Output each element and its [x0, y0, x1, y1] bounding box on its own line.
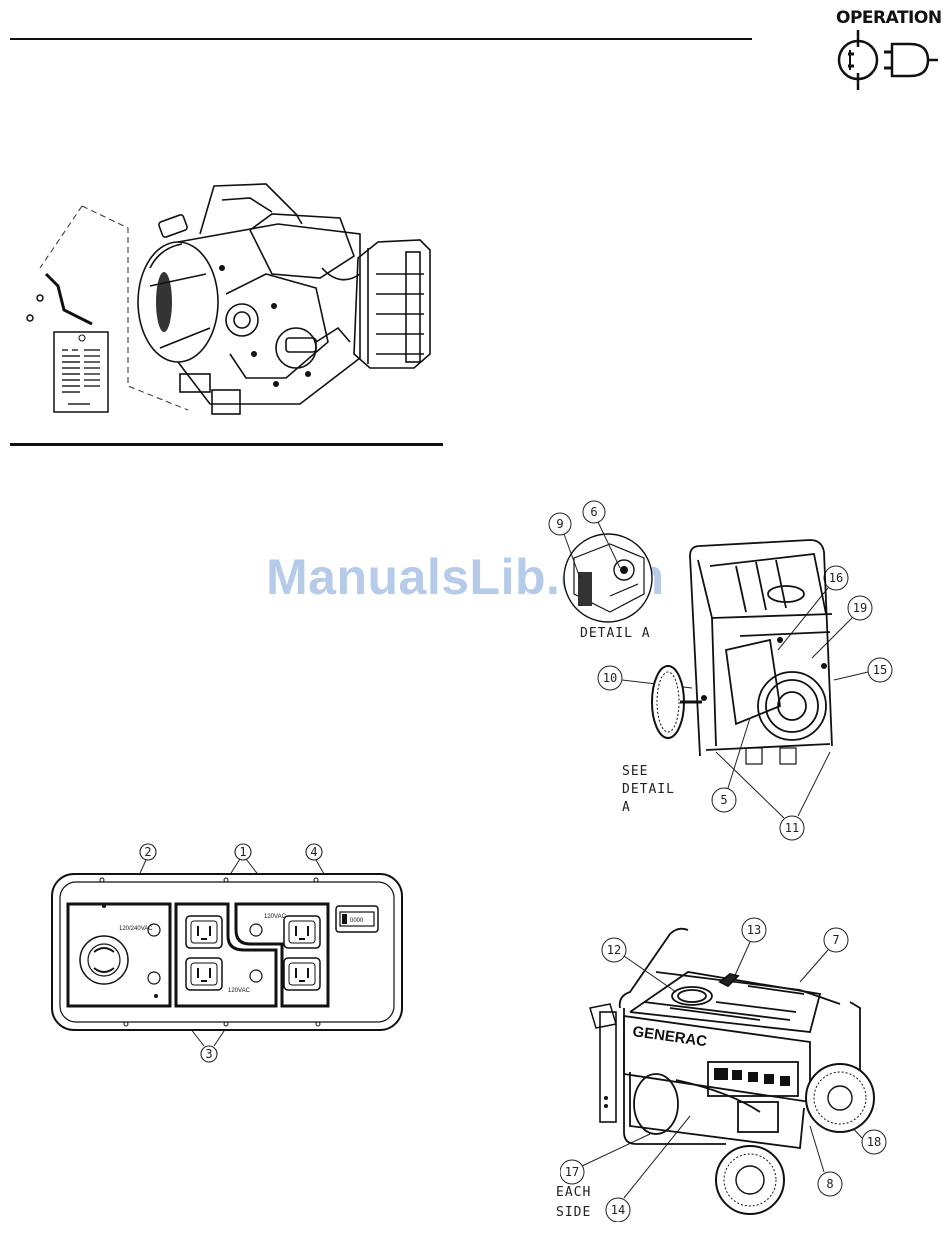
- svg-text:6: 6: [590, 505, 597, 519]
- front-callout-13: 13: [732, 918, 766, 982]
- panel-callout-2: 2: [140, 844, 156, 860]
- svg-text:15: 15: [873, 663, 887, 677]
- svg-text:5: 5: [720, 793, 727, 807]
- header-rule: [10, 38, 752, 40]
- brand-logo: GENERAC: [631, 1023, 708, 1050]
- generator-rear-illustration: 9 6 16 19 10 15 5 11: [540, 496, 900, 846]
- engine-illustration: [10, 178, 450, 428]
- section-title: OPERATION: [836, 8, 942, 28]
- detail-a-inset: [564, 534, 652, 622]
- rear-callout-5: 5: [712, 718, 750, 812]
- label-120vac-a: 120VAC: [264, 914, 287, 920]
- generator-front-illustration: 13 7 12 18 17 14 8: [560, 912, 900, 1222]
- svg-text:4: 4: [310, 845, 317, 859]
- section-divider: [10, 443, 443, 446]
- rear-callout-19: 19: [812, 596, 872, 658]
- svg-text:13: 13: [747, 923, 761, 937]
- svg-text:11: 11: [785, 821, 799, 835]
- detail-a-label: DETAIL A: [580, 626, 651, 641]
- front-callout-8: 8: [810, 1126, 842, 1196]
- receptacle-120v-3: [284, 916, 320, 948]
- control-panel-illustration: 2 1 4 3 120/240VAC: [46, 840, 412, 1070]
- panel-callout-4: 4: [306, 844, 322, 860]
- hour-meter: 0000: [336, 906, 378, 932]
- front-wheel-right: [806, 1064, 874, 1132]
- svg-text:17: 17: [565, 1165, 579, 1179]
- each-side-line-2: SIDE: [556, 1204, 591, 1222]
- rear-wheel: [652, 666, 702, 738]
- svg-text:14: 14: [611, 1203, 625, 1217]
- see-detail-line-1: SEE: [622, 763, 648, 781]
- svg-text:7: 7: [832, 933, 839, 947]
- handle-bracket: [590, 1004, 616, 1122]
- svg-text:16: 16: [829, 571, 843, 585]
- svg-text:8: 8: [826, 1177, 833, 1191]
- panel-callout-3: 3: [201, 1046, 217, 1062]
- svg-text:10: 10: [603, 671, 617, 685]
- svg-text:3: 3: [205, 1047, 212, 1061]
- front-callout-17: 17: [560, 1134, 650, 1184]
- see-detail-line-3: A: [622, 799, 631, 817]
- label-120vac-b: 120VAC: [228, 988, 251, 994]
- front-callout-7: 7: [800, 928, 848, 982]
- each-side-line-1: EACH: [556, 1184, 591, 1202]
- rear-callout-15: 15: [834, 658, 892, 682]
- rear-callout-16: 16: [778, 566, 848, 650]
- label-120-240vac: 120/240VAC: [119, 926, 153, 932]
- receptacle-120v-4: [284, 958, 320, 990]
- front-callout-12: 12: [602, 938, 676, 992]
- svg-text:12: 12: [607, 943, 621, 957]
- svg-text:0000: 0000: [350, 918, 364, 924]
- receptacle-120v-1: [186, 916, 222, 948]
- see-detail-line-2: DETAIL: [622, 781, 675, 799]
- svg-text:19: 19: [853, 601, 867, 615]
- panel-callout-1: 1: [235, 844, 251, 860]
- receptacle-120v-2: [186, 958, 222, 990]
- svg-text:1: 1: [239, 845, 246, 859]
- svg-text:18: 18: [867, 1135, 881, 1149]
- svg-text:2: 2: [144, 845, 151, 859]
- svg-text:9: 9: [556, 517, 563, 531]
- plug-icon: [834, 30, 940, 92]
- front-wheel-left: [716, 1146, 784, 1214]
- warning-tag: [54, 332, 108, 412]
